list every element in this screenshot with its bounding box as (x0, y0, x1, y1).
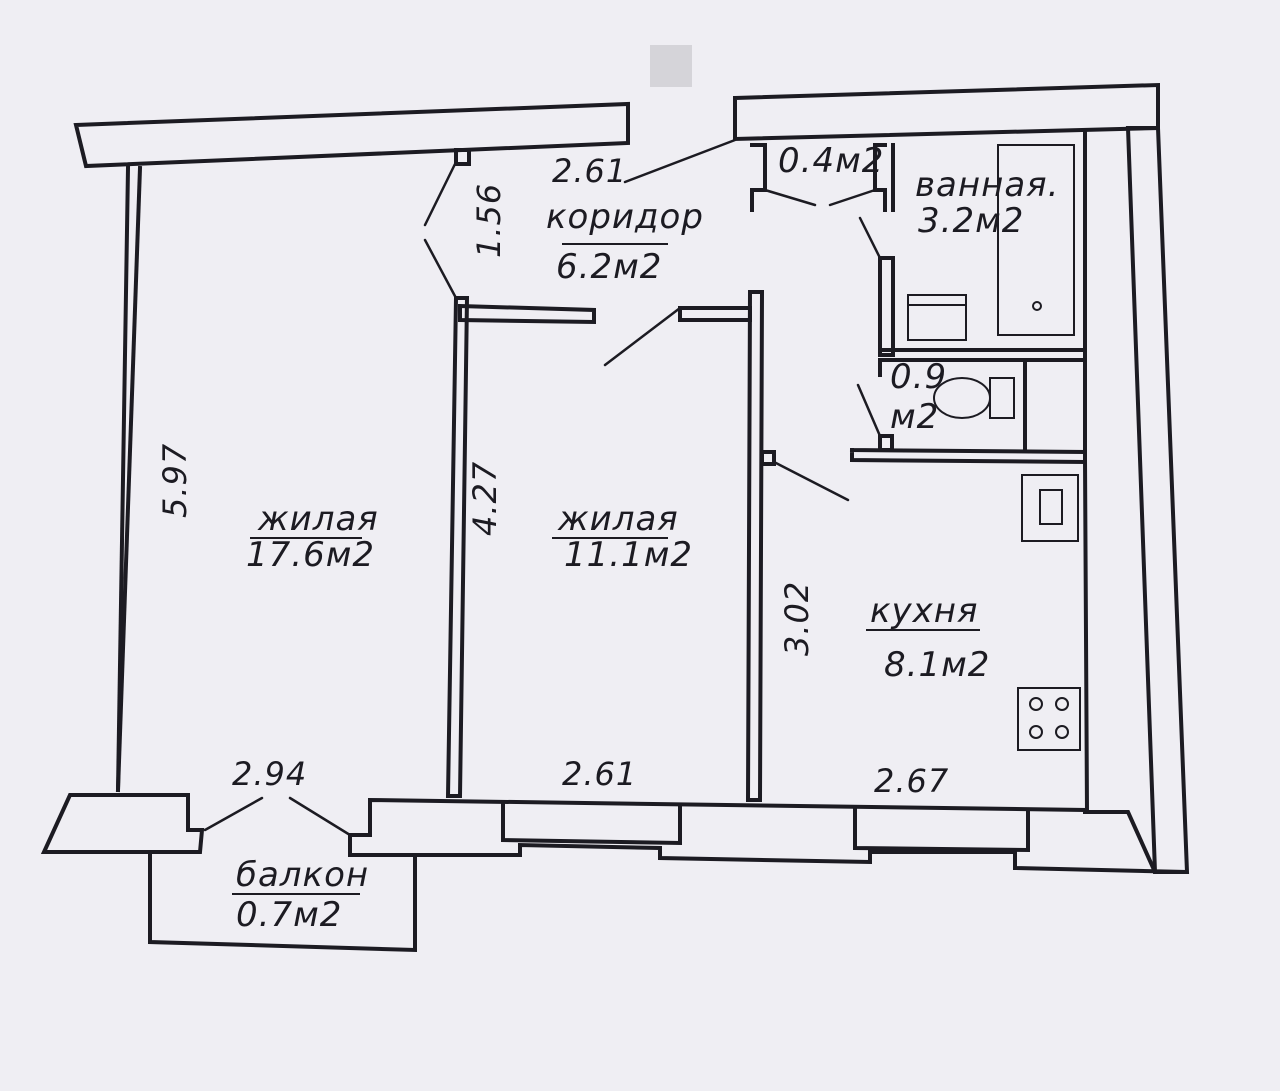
door-jamb-top (454, 148, 471, 166)
room-area-living-small: 11.1м2 (564, 535, 693, 575)
door-kitchen (772, 460, 850, 502)
door-jamb-kitchen (760, 450, 776, 466)
room-area-toilet-top: 0.9 (890, 357, 947, 397)
bath-wall-left-lower (878, 256, 895, 357)
wall-right (1125, 126, 1190, 874)
dim-living-small-height: 4.27 (466, 461, 504, 536)
dim-living-small-width: 2.61 (562, 755, 637, 793)
room-name-corridor: коридор (546, 197, 704, 237)
door-closet-right (828, 188, 877, 207)
kitchen-sink-basin (1039, 489, 1063, 525)
room-area-corridor: 6.2м2 (556, 247, 662, 287)
toilet-jamb (878, 434, 894, 452)
dim-living-large-width: 2.94 (232, 755, 307, 793)
partitions (445, 143, 1087, 802)
stove-burner (1029, 697, 1043, 711)
closet-left (750, 143, 767, 212)
bathtub-drain (1032, 301, 1042, 311)
scan-mark (650, 45, 692, 87)
wall-top-left (73, 101, 630, 169)
door-bathroom (858, 216, 882, 260)
dimension-labels: 5.97 2.94 2.61 1.56 4.27 2.61 3.02 2.67 (156, 152, 949, 800)
wall-bottom (348, 797, 1188, 874)
dim-corridor-width: 2.61 (552, 152, 627, 190)
dim-living-large-height: 5.97 (156, 443, 194, 518)
toilet-wall-bottom (849, 447, 1087, 465)
door-closet-left (763, 188, 817, 207)
room-area-living-large: 17.6м2 (246, 535, 375, 575)
room-name-living-small: жилая (557, 499, 679, 539)
wall-right-inner (1083, 128, 1090, 815)
dim-kitchen-height: 3.02 (778, 581, 816, 656)
stove-burner (1055, 725, 1069, 739)
balcony-outline (148, 850, 417, 953)
toilet-bowl (933, 377, 991, 419)
fixtures (907, 144, 1081, 751)
room-labels: жилая 17.6м2 жилая 11.1м2 коридор 6.2м2 … (232, 141, 1059, 935)
partition-corridor-right (678, 306, 752, 322)
bath-wall-bottom (878, 348, 1087, 362)
room-area-closet: 0.4м2 (778, 141, 884, 181)
toilet-tank (989, 377, 1015, 419)
dim-corridor-height: 1.56 (470, 183, 508, 258)
room-name-living-large: жилая (257, 499, 379, 539)
dim-kitchen-width: 2.67 (874, 762, 949, 800)
leader-corridor-width (623, 138, 737, 184)
door-balcony-right (288, 796, 352, 837)
doors (203, 138, 882, 837)
door-toilet (856, 383, 882, 438)
partition-corridor-bottom (458, 303, 596, 325)
stove-burner (1029, 725, 1043, 739)
window-right (853, 808, 1030, 853)
bathtub (997, 144, 1075, 336)
door-living-small (603, 306, 682, 367)
door-corridor-top (423, 160, 458, 227)
window-left (501, 801, 682, 846)
wall-left-inner (115, 165, 131, 793)
walls (40, 82, 1190, 953)
room-area-toilet-bottom: м2 (890, 397, 939, 437)
wall-top-right (733, 82, 1160, 142)
wall-bottom-left (40, 793, 205, 854)
room-name-balcony: балкон (236, 855, 369, 895)
bath-sink (907, 294, 967, 341)
partition-small-living-right (745, 290, 765, 802)
door-living-large (423, 238, 458, 300)
room-area-bathroom: 3.2м2 (918, 201, 1024, 241)
room-name-bathroom: ванная. (915, 165, 1059, 205)
room-area-kitchen: 8.1м2 (884, 645, 990, 685)
room-area-balcony: 0.7м2 (236, 895, 342, 935)
room-name-kitchen: кухня (870, 591, 978, 631)
stove (1017, 687, 1081, 751)
partition-living (445, 296, 470, 798)
kitchen-sink (1021, 474, 1079, 542)
stove-burner (1055, 697, 1069, 711)
door-balcony-left (203, 796, 264, 832)
